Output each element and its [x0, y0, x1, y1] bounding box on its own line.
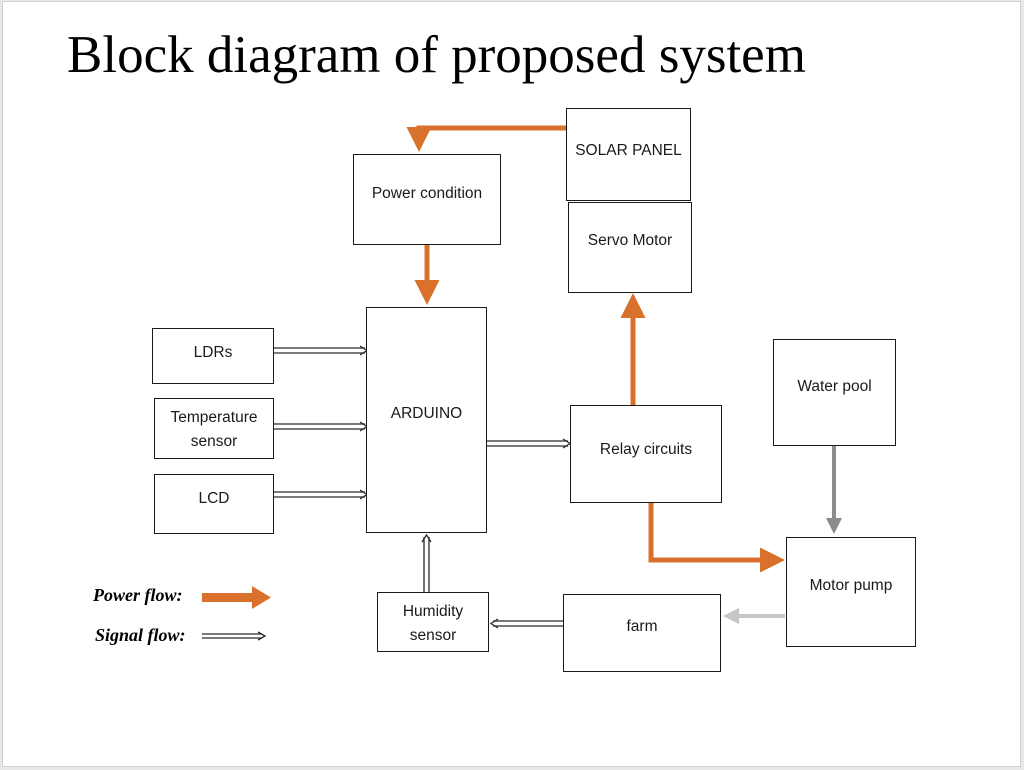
signal-arrow-humidity-to-arduino [421, 533, 432, 592]
power-condition-block: Power condition [353, 154, 501, 245]
arduino-label: ARDUINO [390, 405, 463, 422]
power-arrow-solar-to-power-condition [406, 125, 566, 152]
farm-block: farm [563, 594, 721, 672]
servo-motor-label: Servo Motor [587, 232, 673, 249]
slide-title: Block diagram of proposed system [67, 26, 806, 84]
relay-circuits-block: Relay circuits [570, 405, 722, 503]
solar-panel-label: SOLAR PANEL [575, 142, 682, 159]
signal-arrow-farm-to-humidity [489, 618, 565, 629]
lcd-label: LCD [198, 490, 230, 507]
connection-arrows [202, 125, 842, 641]
ldrs-block: LDRs [152, 328, 274, 384]
motor-pump-block: Motor pump [786, 537, 916, 647]
arduino-block: ARDUINO [366, 307, 487, 533]
relay-circuits-label: Relay circuits [599, 441, 693, 458]
humidity-sensor-label-line1: Humidity [402, 603, 464, 620]
motor-pump-label: Motor pump [809, 577, 893, 594]
water-pool-block: Water pool [773, 339, 896, 446]
humidity-sensor-label-line2: sensor [409, 627, 457, 645]
legend-power-flow-label: Power flow: [93, 585, 183, 605]
lcd-block: LCD [154, 474, 274, 534]
power-condition-label: Power condition [371, 185, 483, 202]
power-arrow-relay-to-motor-pump [648, 502, 785, 573]
humidity-sensor-block: Humidity sensor [377, 592, 489, 652]
temperature-sensor-label-line2: sensor [190, 433, 238, 451]
legend-signal-arrow [202, 631, 267, 641]
farm-label: farm [626, 618, 658, 635]
signal-arrow-arduino-to-relay [487, 438, 572, 449]
servo-motor-block: Servo Motor [568, 202, 692, 293]
water-pool-label: Water pool [797, 378, 872, 395]
temperature-sensor-block: Temperature sensor [154, 398, 274, 459]
temperature-sensor-label-line1: Temperature [170, 409, 258, 426]
signal-arrow-temperature-to-arduino [274, 421, 369, 432]
legend-power-arrow [202, 586, 271, 609]
signal-arrow-ldrs-to-arduino [274, 345, 369, 356]
ldrs-label: LDRs [193, 344, 233, 361]
solar-panel-block: SOLAR PANEL [566, 108, 691, 201]
legend-signal-flow-label: Signal flow: [95, 625, 186, 645]
signal-arrow-lcd-to-arduino [274, 489, 369, 500]
